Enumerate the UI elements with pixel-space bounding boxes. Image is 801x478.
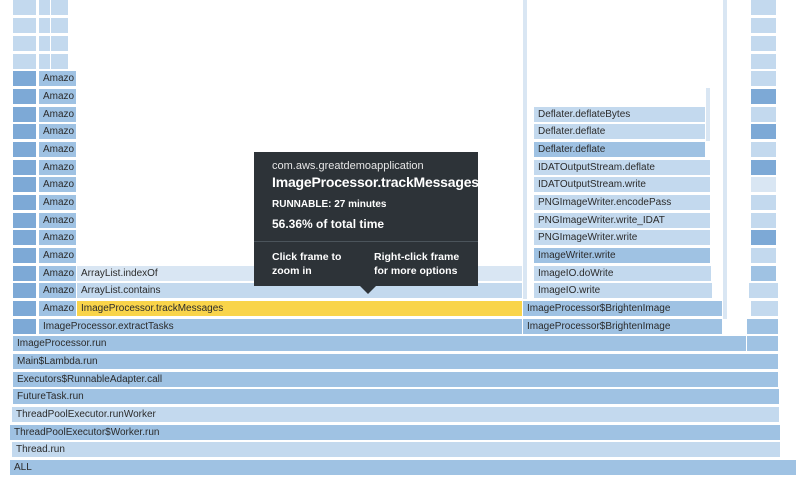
frame-left-top-c[interactable] [51,54,69,70]
frame-right-top-c[interactable] [751,18,777,34]
frame-deflater-deflate-b[interactable]: Deflater.deflate [534,124,706,140]
frame-run-worker[interactable]: ThreadPoolExecutor.runWorker [12,407,780,423]
tooltip-divider [254,241,478,242]
frame-png-encode-pass[interactable]: PNGImageWriter.encodePass [534,195,711,211]
frame-array-contains[interactable]: ArrayList.contains [77,283,523,299]
frame-all[interactable]: ALL [10,460,797,476]
frame-right-col-g[interactable] [751,213,777,229]
frame-processor-run[interactable]: ImageProcessor.run [13,336,747,352]
frame-left-top-j[interactable] [13,0,37,16]
frame-brighten-image-upper[interactable]: ImageProcessor$BrightenImage [523,301,723,317]
frame-amazo-12[interactable]: Amazo [39,107,77,123]
frame-left-col-b[interactable] [13,301,37,317]
frame-left-col-l[interactable] [13,124,37,140]
frame-amazo-7[interactable]: Amazo [39,195,77,211]
tooltip-click-hint: Click frame to zoom in [272,251,342,277]
frame-right-col-b[interactable] [751,301,779,317]
frame-thin-sliver-b[interactable] [706,88,711,142]
frame-left-top-b[interactable] [39,54,51,70]
frame-left-col-c[interactable] [13,283,37,299]
frame-runnable-adapter[interactable]: Executors$RunnableAdapter.call [13,372,779,388]
tooltip-state: RUNNABLE: 27 minutes [272,199,387,210]
frame-thread-run[interactable]: Thread.run [12,442,781,458]
frame-thin-sliver-c[interactable] [723,0,728,320]
frame-idat-write[interactable]: IDATOutputStream.write [534,177,711,193]
frame-amazo-2[interactable]: Amazo [39,283,77,299]
frame-idat-deflate[interactable]: IDATOutputStream.deflate [534,160,711,176]
frame-left-col-f[interactable] [13,230,37,246]
frame-lambda-run[interactable]: Main$Lambda.run [13,354,779,370]
frame-amazo-9[interactable]: Amazo [39,160,77,176]
frame-right-col-e[interactable] [751,248,777,264]
frame-left-col-o[interactable] [13,71,37,87]
frame-left-top-d[interactable] [13,36,37,52]
frame-processor-run-right[interactable] [747,336,779,352]
frame-left-top-f[interactable] [51,36,69,52]
tooltip-percent: 56.36% of total time [272,217,385,231]
frame-left-top-i[interactable] [51,18,69,34]
frame-amazo-13[interactable]: Amazo [39,89,77,105]
frame-right-col-m[interactable] [751,107,777,123]
frame-brighten-image-lower[interactable]: ImageProcessor$BrightenImage [523,319,723,335]
frame-extract-tasks[interactable]: ImageProcessor.extractTasks [39,319,523,335]
frame-amazo-5[interactable]: Amazo [39,230,77,246]
frame-right-top-d[interactable] [751,0,777,16]
frame-amazo-11[interactable]: Amazo [39,124,77,140]
frame-imageio-dowrite[interactable]: ImageIO.doWrite [534,266,712,282]
frame-amazo-10[interactable]: Amazo [39,142,77,158]
frame-left-top-g[interactable] [13,18,37,34]
frame-imagewriter-write[interactable]: ImageWriter.write [534,248,711,264]
frame-left-col-k[interactable] [13,142,37,158]
frame-tooltip: com.aws.greatdemoapplication ImageProces… [254,152,479,294]
frame-worker-run[interactable]: ThreadPoolExecutor$Worker.run [10,425,781,441]
frame-right-col-f[interactable] [751,230,777,246]
tooltip-right-click-hint: Right-click frame for more options [374,251,460,277]
frame-left-col-j[interactable] [13,160,37,176]
frame-left-col-h[interactable] [13,195,37,211]
frame-right-col-h[interactable] [751,195,777,211]
frame-right-col-j[interactable] [751,160,777,176]
frame-amazo-1[interactable]: Amazo [39,301,77,317]
frame-deflater-deflate-bytes[interactable]: Deflater.deflateBytes [534,107,706,123]
frame-future-task[interactable]: FutureTask.run [13,389,780,405]
frame-amazo-14[interactable]: Amazo [39,71,77,87]
frame-deflater-deflate-a[interactable]: Deflater.deflate [534,142,706,158]
frame-right-col-n[interactable] [751,89,777,105]
frame-imageio-write-lower[interactable]: ImageIO.write [534,283,713,299]
tooltip-package: com.aws.greatdemoapplication [272,160,424,172]
frame-right-top-a[interactable] [751,54,777,70]
frame-left-col-n[interactable] [13,89,37,105]
frame-thin-sliver-a[interactable] [523,0,528,300]
frame-left-top-k[interactable] [39,0,51,16]
frame-amazo-6[interactable]: Amazo [39,213,77,229]
frame-left-col-m[interactable] [13,107,37,123]
frame-amazo-8[interactable]: Amazo [39,177,77,193]
frame-left-col-e[interactable] [13,248,37,264]
frame-right-col-c[interactable] [749,283,779,299]
frame-left-col-a[interactable] [13,319,37,335]
frame-left-col-d[interactable] [13,266,37,282]
frame-right-top-b[interactable] [751,36,777,52]
frame-left-col-i[interactable] [13,177,37,193]
frame-png-write-idat[interactable]: PNGImageWriter.write_IDAT [534,213,711,229]
frame-right-col-a[interactable] [747,319,779,335]
frame-left-top-e[interactable] [39,36,51,52]
tooltip-arrow [360,286,376,294]
frame-right-col-o[interactable] [751,71,777,87]
frame-track-messages[interactable]: ImageProcessor.trackMessages [77,301,523,317]
frame-right-col-d[interactable] [751,266,777,282]
tooltip-method: ImageProcessor.trackMessages [272,174,479,190]
frame-amazo-3[interactable]: Amazo [39,266,77,282]
frame-left-top-l[interactable] [51,0,69,16]
frame-left-top-a[interactable] [13,54,37,70]
frame-png-write[interactable]: PNGImageWriter.write [534,230,711,246]
frame-right-col-l[interactable] [751,124,777,140]
frame-right-col-k[interactable] [751,142,777,158]
frame-right-col-i[interactable] [751,177,777,193]
frame-left-col-g[interactable] [13,213,37,229]
frame-left-top-h[interactable] [39,18,51,34]
frame-amazo-4[interactable]: Amazo [39,248,77,264]
